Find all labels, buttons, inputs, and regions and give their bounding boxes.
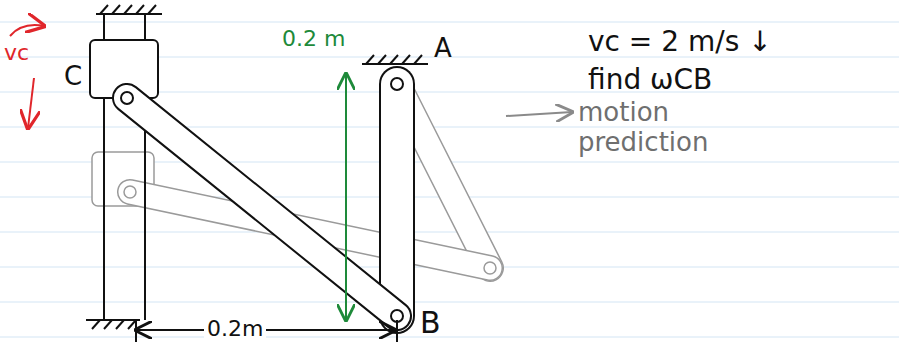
point-label: C bbox=[64, 62, 82, 92]
dimension-label: 0.2 m bbox=[282, 26, 345, 51]
dimension-line bbox=[136, 320, 397, 342]
point-label: A bbox=[434, 34, 452, 64]
velocity-label: vc bbox=[4, 40, 29, 65]
leader-arrow bbox=[506, 112, 572, 116]
guide-rod bbox=[86, 5, 162, 329]
motion-note: motion prediction bbox=[578, 98, 738, 158]
given-note: vc = 2 m/s ↓ bbox=[588, 26, 772, 58]
bar-cb bbox=[127, 98, 397, 316]
bar-cb-fill bbox=[127, 98, 397, 316]
link-ab-fill bbox=[381, 84, 413, 316]
point-label: B bbox=[420, 306, 441, 341]
dimension-line bbox=[345, 74, 347, 320]
dimension-label: 0.2m bbox=[204, 316, 266, 341]
pins bbox=[121, 78, 403, 322]
link-ab bbox=[379, 84, 415, 316]
notebook-lines bbox=[0, 22, 899, 337]
task-note: find ωCB bbox=[588, 64, 712, 96]
pin-support bbox=[362, 55, 428, 64]
